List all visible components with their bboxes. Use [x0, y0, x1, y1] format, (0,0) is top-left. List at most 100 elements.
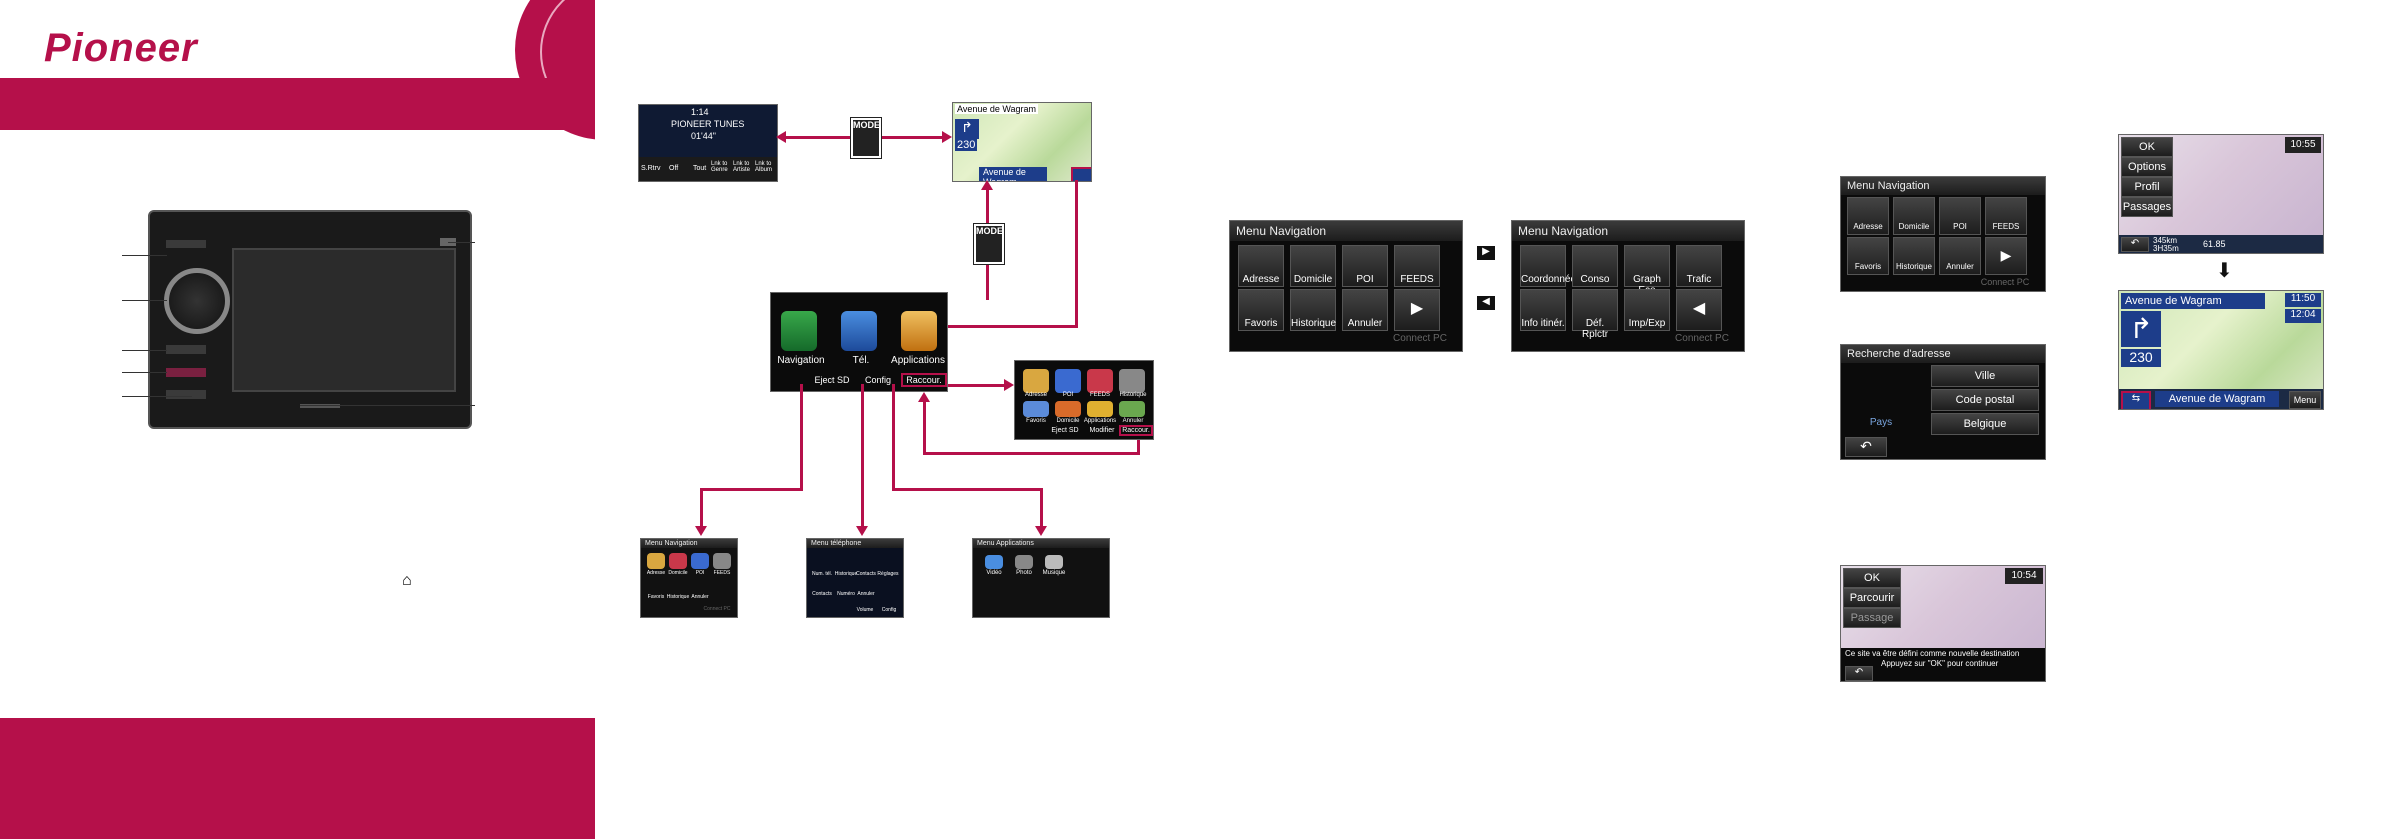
mode-button[interactable]: MODE — [973, 223, 1005, 265]
menu-label: POI — [695, 570, 705, 576]
launcher-label: Applications — [891, 355, 945, 366]
browse-button[interactable]: Parcourir — [1843, 588, 1901, 608]
history-button[interactable]: Historique — [1893, 237, 1935, 275]
menu-label: Réglages — [877, 571, 899, 577]
nav-menu-page2: Menu Navigation Coordonnée Conso Graph E… — [1511, 220, 1745, 352]
connect-pc-button[interactable]: Connect PC — [703, 606, 731, 612]
shortcut-label: Adresse — [1024, 392, 1047, 398]
cancel-button[interactable]: Annuler — [1939, 237, 1981, 275]
favorites-button[interactable]: Favoris — [1847, 237, 1889, 275]
route-info-button[interactable]: Info itinér. — [1520, 289, 1566, 331]
callout-line — [300, 405, 475, 406]
map-distance: 230 — [955, 139, 978, 151]
favorites-button[interactable]: Favoris — [1238, 289, 1284, 331]
address-button[interactable]: Adresse — [1847, 197, 1889, 235]
eject-sd-button[interactable]: Eject SD — [814, 375, 850, 385]
import-export-button[interactable]: Imp/Exp — [1624, 289, 1670, 331]
country-label: Pays — [1869, 417, 1893, 428]
ok-button[interactable]: OK — [2121, 137, 2173, 157]
back-icon[interactable]: ↶ — [2121, 237, 2149, 252]
flow-arrow — [1137, 440, 1140, 455]
country-button[interactable]: Belgique — [1931, 413, 2039, 435]
next-arrow-icon: ▶ — [1477, 246, 1495, 260]
audio-btn[interactable]: Tout — [693, 165, 707, 172]
back-icon[interactable]: ↶ — [1845, 666, 1873, 681]
audio-btn[interactable]: Lnk to Genre — [711, 161, 728, 173]
mode-button[interactable]: MODE — [850, 117, 882, 159]
phone-icon[interactable] — [841, 311, 877, 351]
button-lower-left-2[interactable] — [166, 368, 206, 377]
button-lower-left-3[interactable] — [166, 390, 206, 399]
shortcut-label: Historique — [1119, 392, 1147, 398]
poi-button[interactable]: POI — [1342, 245, 1388, 287]
audio-btn[interactable]: S.Rtrv — [641, 165, 661, 172]
volume-button[interactable]: Volume — [856, 607, 874, 613]
shortcut-button[interactable]: Raccour. — [901, 373, 947, 387]
options-button[interactable]: Options — [2121, 157, 2173, 177]
button-lower-left-1[interactable] — [166, 345, 206, 354]
map-menu-button[interactable] — [1071, 167, 1091, 181]
coordinate-button[interactable]: Coordonnée — [1520, 245, 1576, 287]
connect-pc-button[interactable]: Connect PC — [1980, 277, 2030, 287]
set-replacement-button[interactable]: Déf. Rplctr — [1572, 289, 1618, 340]
shortcut-icon[interactable]: ⇆ — [2121, 391, 2151, 409]
shortcut-button[interactable]: Raccour. — [1119, 425, 1153, 436]
launcher-screen: Navigation Tél. Applications Eject SD Co… — [770, 292, 948, 392]
profile-button[interactable]: Profil — [2121, 177, 2173, 197]
guidance-street: Avenue de Wagram — [2121, 293, 2265, 309]
menu-label: Photo — [1016, 570, 1032, 576]
clock: 10:55 — [2285, 137, 2321, 153]
menu-label: Num. tél. — [811, 571, 832, 577]
volume-knob[interactable] — [164, 268, 230, 334]
city-button[interactable]: Ville — [1931, 365, 2039, 387]
screen-title: Recherche d'adresse — [1841, 345, 2045, 363]
next-page-arrow-icon[interactable]: ▶ — [1394, 289, 1440, 331]
address-search-screen: Recherche d'adresse Ville Code postal Pa… — [1840, 344, 2046, 460]
connect-pc-button[interactable]: Connect PC — [1393, 333, 1447, 344]
menu-button[interactable]: Menu — [2289, 391, 2321, 409]
ok-button[interactable]: OK — [1843, 568, 1901, 588]
shortcut-label: POI — [1062, 392, 1074, 398]
flow-arrow — [1040, 488, 1043, 528]
postal-code-button[interactable]: Code postal — [1931, 389, 2039, 411]
back-icon[interactable]: ↶ — [1845, 437, 1887, 457]
brand-bar — [0, 78, 595, 130]
button-top-left[interactable] — [166, 240, 206, 248]
apps-menu-small: Menu Applications Vidéo Photo Musique — [972, 538, 1110, 618]
config-button[interactable]: Config — [881, 607, 897, 613]
traffic-button[interactable]: Trafic — [1676, 245, 1722, 287]
next-page-arrow-icon[interactable]: ▶ — [1985, 237, 2027, 275]
audio-btn[interactable]: Lnk to Artiste — [733, 161, 751, 173]
history-button[interactable]: Historique — [1290, 289, 1336, 331]
feeds-button[interactable]: FEEDS — [1394, 245, 1440, 287]
feeds-button[interactable]: FEEDS — [1985, 197, 2027, 235]
config-button[interactable]: Config — [864, 375, 891, 385]
menu-label: Contacts — [856, 571, 876, 577]
audio-elapsed: 01'44" — [691, 131, 716, 141]
poi-button[interactable]: POI — [1939, 197, 1981, 235]
audio-btn[interactable]: Lnk to Album — [755, 161, 773, 173]
callout-line — [122, 372, 167, 373]
home-button[interactable]: Domicile — [1290, 245, 1336, 287]
modify-button[interactable]: Modifier — [1089, 427, 1115, 434]
home-icon: ⌂ — [402, 572, 412, 589]
eco-graph-button[interactable]: Graph Eco — [1624, 245, 1670, 296]
shortcut-label: FEEDS — [1089, 392, 1110, 398]
launcher-label: Navigation — [777, 355, 825, 366]
address-button[interactable]: Adresse — [1238, 245, 1284, 287]
prev-page-arrow-icon[interactable]: ◀ — [1676, 289, 1722, 331]
connect-pc-button[interactable]: Connect PC — [1675, 333, 1729, 344]
consumption-button[interactable]: Conso — [1572, 245, 1618, 287]
eject-sd-button[interactable]: Eject SD — [1051, 427, 1079, 434]
waypoint-button[interactable]: Passage — [1843, 608, 1901, 628]
audio-btn[interactable]: Off — [669, 165, 679, 172]
shortcuts-screen: Adresse POI FEEDS Historique Favoris Dom… — [1014, 360, 1154, 440]
applications-icon[interactable] — [901, 311, 937, 351]
callout-line — [122, 300, 167, 301]
navigation-icon[interactable] — [781, 311, 817, 351]
guidance-bottom-street: Avenue de Wagram — [2155, 391, 2279, 407]
cancel-button[interactable]: Annuler — [1342, 289, 1388, 331]
waypoints-button[interactable]: Passages — [2121, 197, 2173, 217]
home-button[interactable]: Domicile — [1893, 197, 1935, 235]
flow-arrow — [948, 384, 1008, 387]
